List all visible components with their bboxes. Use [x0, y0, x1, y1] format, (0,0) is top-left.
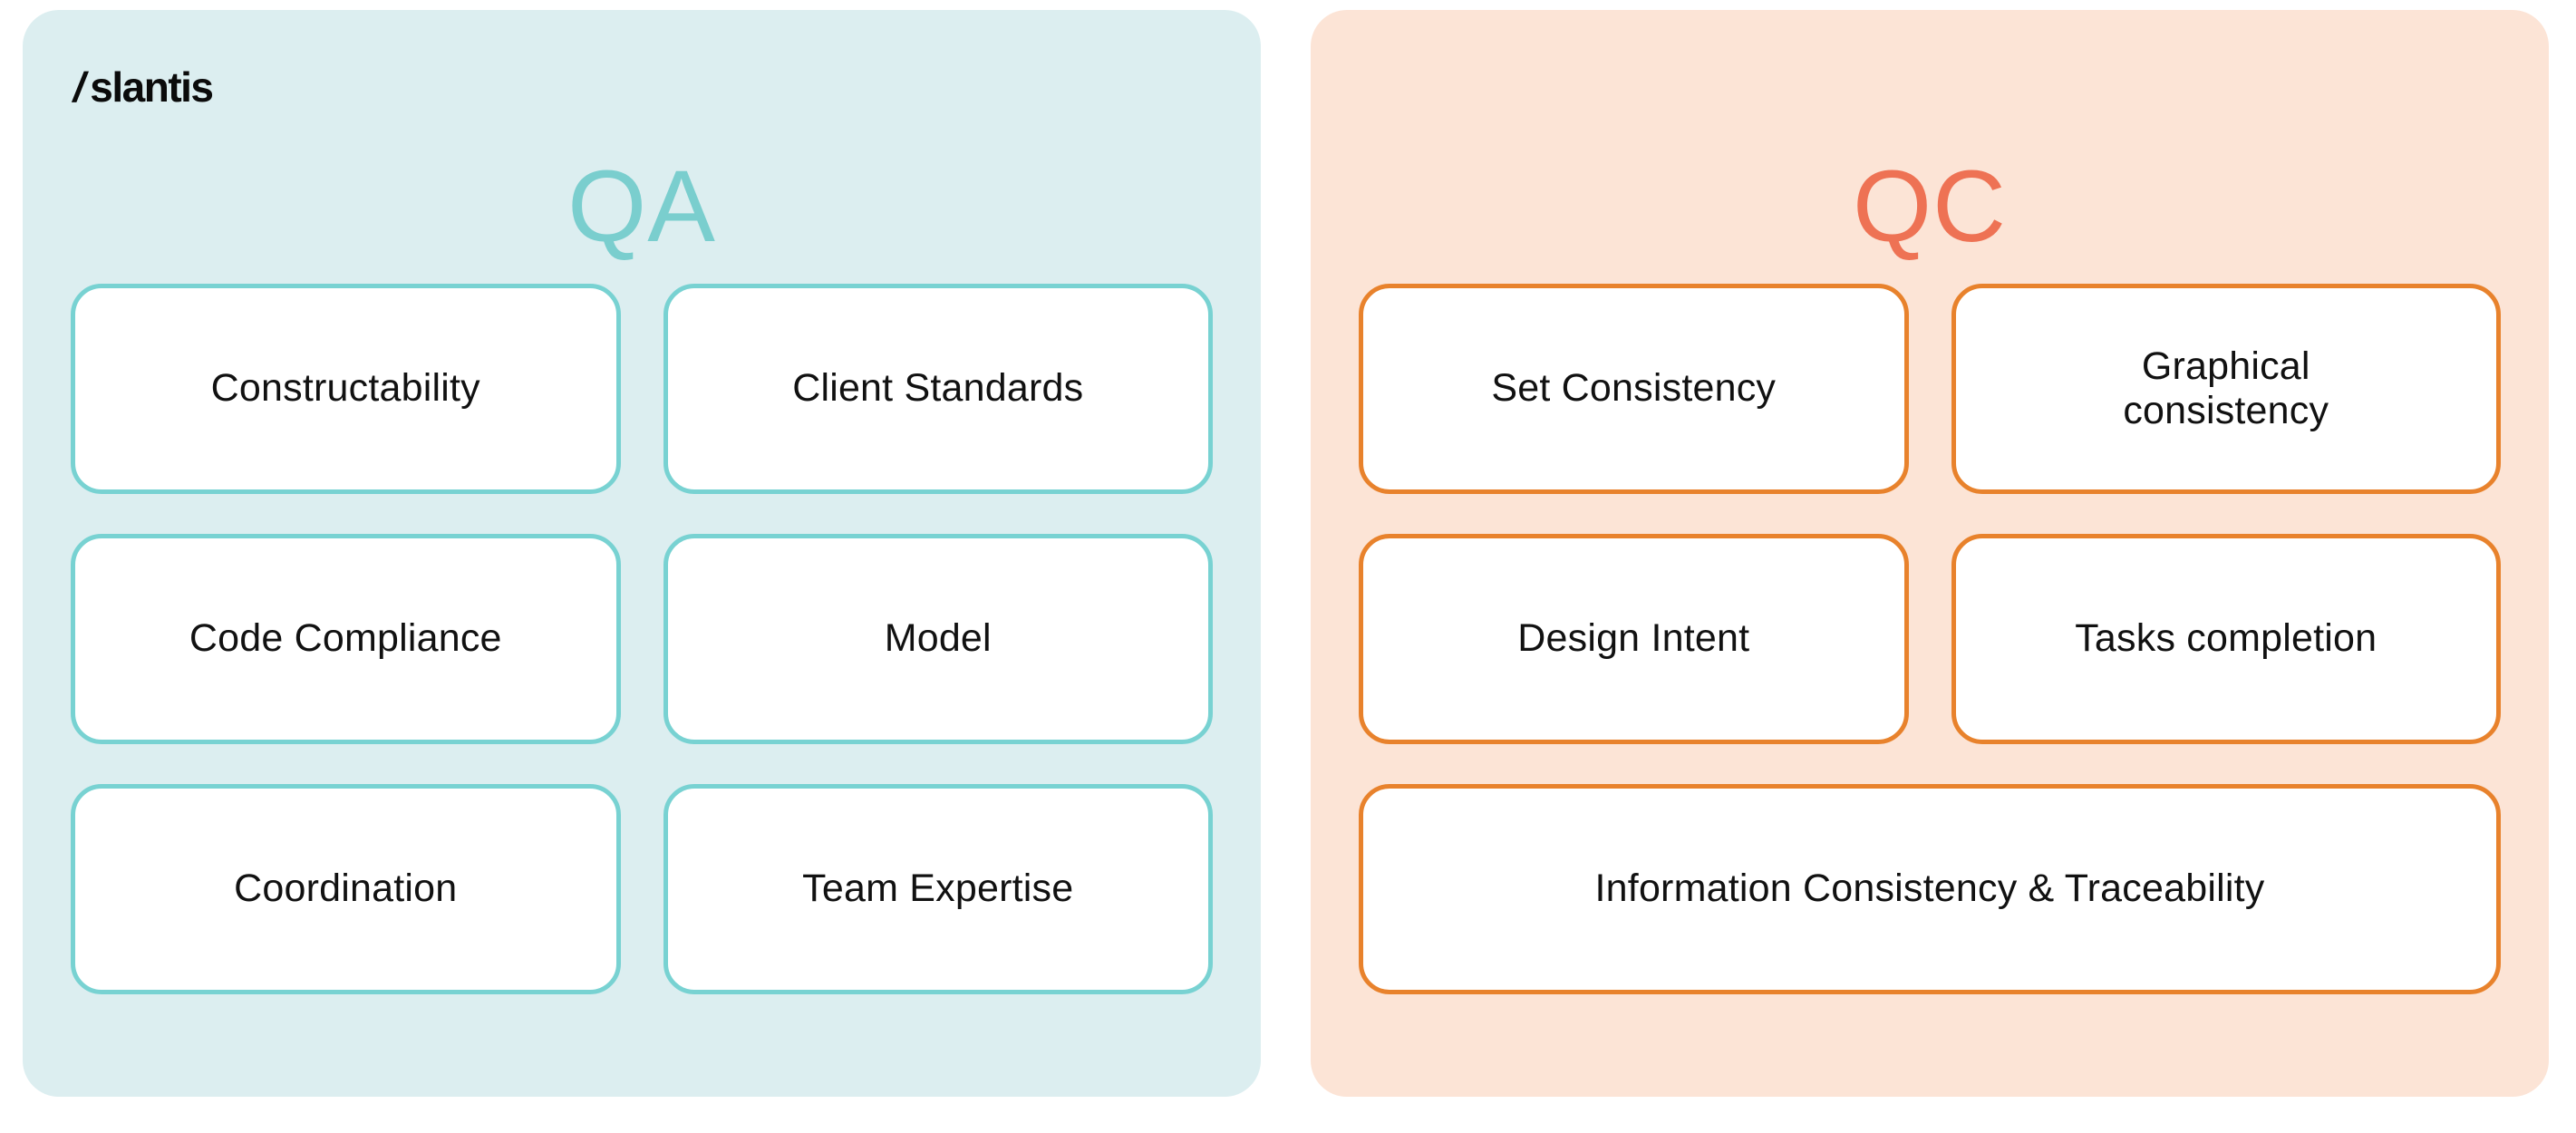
card-design-intent[interactable]: Design Intent [1359, 534, 1909, 744]
card-label: Constructability [210, 366, 480, 411]
card-label: Design Intent [1517, 616, 1750, 661]
card-tasks-completion[interactable]: Tasks completion [1951, 534, 2501, 744]
card-set-consistency[interactable]: Set Consistency [1359, 284, 1909, 494]
card-information-consistency-traceability[interactable]: Information Consistency & Traceability [1359, 784, 2501, 994]
card-row: Information Consistency & Traceability [1359, 784, 2501, 994]
card-team-expertise[interactable]: Team Expertise [663, 784, 1213, 994]
card-coordination[interactable]: Coordination [71, 784, 621, 994]
card-label: Coordination [234, 867, 458, 911]
slantis-logo: /slantis [69, 63, 214, 111]
card-grid-qa: Constructability Client Standards Code C… [71, 284, 1213, 994]
card-label: Information Consistency & Traceability [1594, 867, 2265, 911]
logo-wordmark: slantis [90, 63, 214, 111]
logo-slash-icon: / [69, 63, 90, 111]
panel-title-qc: QC [1853, 150, 2007, 264]
card-row: Code Compliance Model [71, 534, 1213, 744]
card-row: Coordination Team Expertise [71, 784, 1213, 994]
panel-qa: /slantis QA Constructability Client Stan… [23, 10, 1261, 1097]
card-label: Tasks completion [2075, 616, 2377, 661]
card-model[interactable]: Model [663, 534, 1213, 744]
card-code-compliance[interactable]: Code Compliance [71, 534, 621, 744]
card-row: Design Intent Tasks completion [1359, 534, 2501, 744]
card-label: Model [884, 616, 992, 661]
card-label: Code Compliance [189, 616, 502, 661]
card-client-standards[interactable]: Client Standards [663, 284, 1213, 494]
card-label: Set Consistency [1491, 366, 1777, 411]
card-constructability[interactable]: Constructability [71, 284, 621, 494]
card-label: Team Expertise [802, 867, 1074, 911]
panel-title-qa: QA [567, 150, 716, 264]
card-label: Client Standards [792, 366, 1084, 411]
card-row: Constructability Client Standards [71, 284, 1213, 494]
